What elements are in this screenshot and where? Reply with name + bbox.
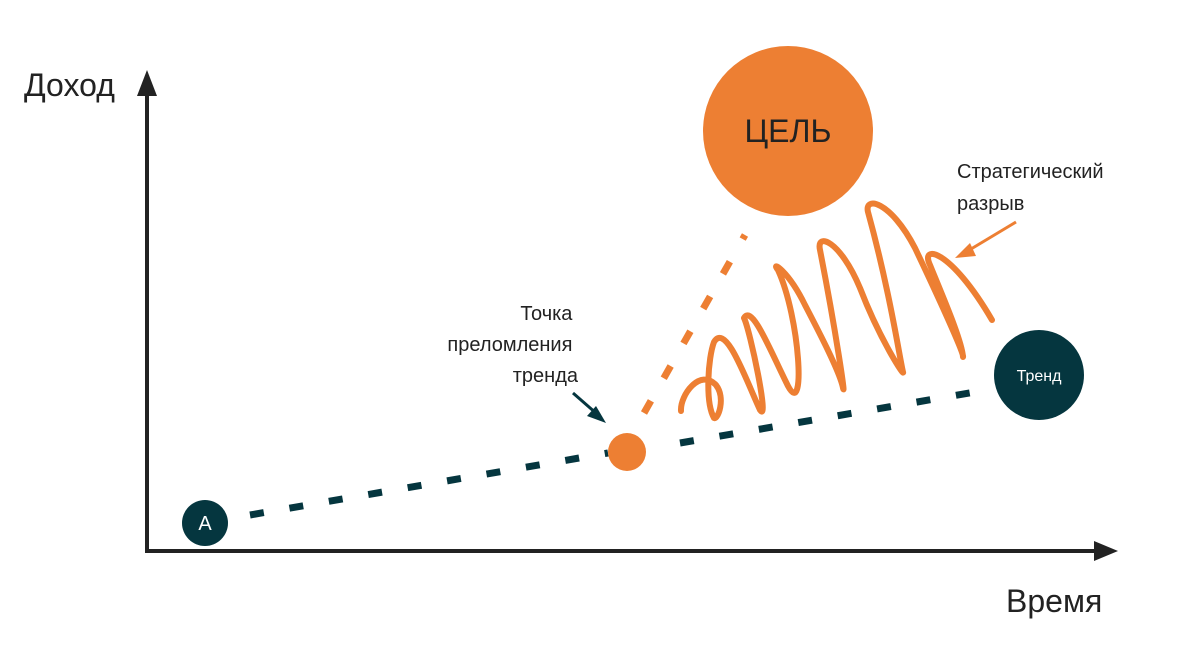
x-axis-label: Время (1006, 583, 1102, 619)
gap-arrow-icon (955, 243, 976, 258)
start-node-label: А (198, 513, 212, 535)
strategic-gap-annotation-line-1: Стратегический (957, 161, 1104, 183)
trend-node-label: Тренд (1017, 368, 1063, 385)
strategic-gap-annotation-line-2: разрыв (957, 193, 1024, 215)
start-node (182, 500, 228, 546)
x-axis-arrow-icon (1094, 541, 1118, 561)
goal-path-line (640, 233, 749, 415)
trend-line-start (249, 449, 609, 519)
break-point-annotation-line-3: тренда (513, 365, 579, 387)
gap-pointer (965, 220, 1017, 254)
trend-node (994, 330, 1084, 420)
strategic-gap-annotation: Стратегический разрыв (957, 161, 1109, 215)
y-axis-label: Доход (24, 67, 115, 103)
break-point-annotation-line-1: Точка (520, 303, 573, 325)
break-point-arrow-icon (587, 406, 606, 423)
break-point-annotation-line-2: преломления (447, 334, 572, 356)
trend-line-continued (679, 388, 976, 447)
break-point-node (608, 433, 646, 471)
goal-node-label: ЦЕЛЬ (744, 113, 831, 149)
strategic-gap-squiggle (678, 200, 995, 422)
break-point-annotation: Точка преломления тренда (447, 303, 578, 387)
goal-node (703, 46, 873, 216)
y-axis-arrow-icon (137, 70, 157, 96)
